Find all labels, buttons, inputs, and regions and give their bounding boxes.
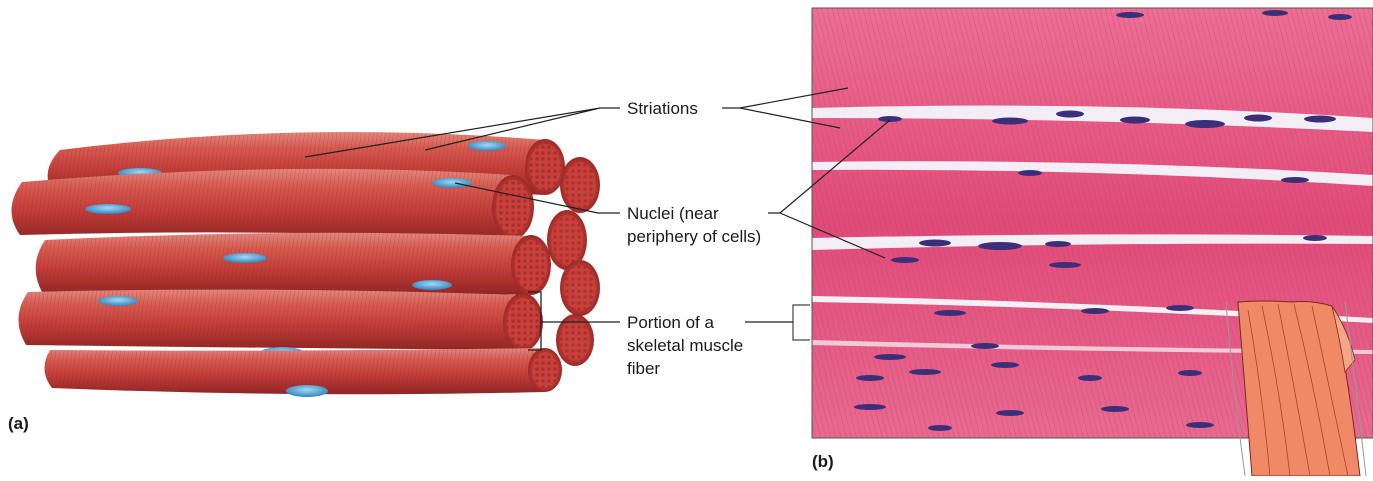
nucleus: [85, 204, 131, 214]
striations-label: Striations: [627, 98, 698, 119]
panel-label-a: (a): [8, 414, 29, 434]
nucleus: [468, 141, 506, 151]
nuclei-label-line-1: Nuclei (near: [627, 203, 719, 224]
nucleus: [432, 178, 472, 188]
panel-label-b: (b): [812, 452, 834, 472]
nucleus: [286, 385, 328, 397]
nucleus: [412, 280, 452, 290]
muscle-fiber-3: [36, 233, 551, 295]
micrograph-portion-bracket: [793, 305, 810, 340]
nucleus: [223, 253, 267, 263]
portion-label-line-1: Portion of a: [627, 312, 714, 333]
nuclei-label-line-2: periphery of cells): [627, 226, 761, 247]
muscle-fiber-5: [44, 348, 562, 397]
fiber-bundle: [11, 132, 600, 397]
muscle-fiber-2: [11, 169, 534, 240]
nucleus: [98, 296, 138, 306]
portion-label-line-3: fiber: [627, 358, 660, 379]
muscle-fiber-4: [18, 290, 543, 359]
portion-label-line-2: skeletal muscle: [627, 335, 743, 356]
